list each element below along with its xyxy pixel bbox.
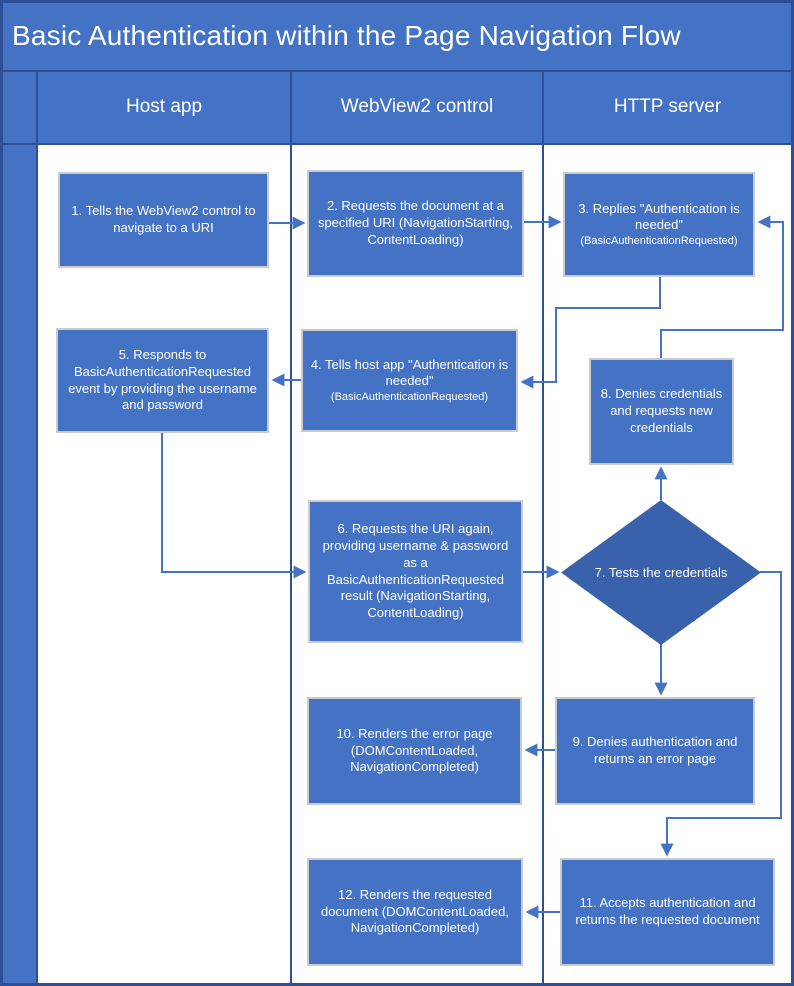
connector-8-to-3 (660, 215, 784, 358)
step-12-label: 12. Renders the requested document (DOMC… (321, 886, 509, 936)
step-6-box: 6. Requests the URI again, providing use… (308, 500, 523, 643)
diagram-title: Basic Authentication within the Page Nav… (12, 20, 681, 51)
connector-7-to-11 (660, 571, 782, 857)
step-3-label: 3. Replies "Authentication is needed" (578, 200, 740, 233)
title-divider (0, 70, 794, 72)
step-2-label: 2. Requests the document at a specified … (317, 198, 514, 247)
step-1-box: 1. Tells the WebView2 control to navigat… (58, 172, 269, 268)
header-divider (3, 143, 791, 145)
lane-divider (542, 70, 544, 983)
step-7-label: 7. Tests the credentials (594, 565, 728, 580)
lane-header-http-server: HTTP server (613, 95, 722, 117)
step-8-box: 8. Denies credentials and requests new c… (589, 358, 734, 465)
step-6-label: 6. Requests the URI again, providing use… (322, 520, 509, 621)
lane-header-webview2-control: WebView2 control (340, 95, 494, 117)
step-1-label: 1. Tells the WebView2 control to navigat… (71, 203, 256, 235)
step-9-label: 9. Denies authentication and returns an … (572, 734, 738, 766)
step-10-box: 10. Renders the error page (DOMContentLo… (307, 697, 522, 805)
step-5-label: 5. Responds to BasicAuthenticationReques… (68, 346, 257, 413)
step-11-label: 11. Accepts authentication and returns t… (575, 895, 760, 927)
step-8-label: 8. Denies credentials and requests new c… (600, 386, 723, 435)
step-4-label: 4. Tells host app "Authentication is nee… (310, 356, 509, 389)
step-4-sublabel: (BasicAuthenticationRequested) (330, 391, 489, 404)
lane-header-host-app: Host app (125, 95, 203, 117)
step-9-box: 9. Denies authentication and returns an … (555, 697, 755, 805)
step-4-box: 4. Tells host app "Authentication is nee… (301, 329, 518, 432)
connector-3-to-4 (520, 277, 661, 389)
step-3-box: 3. Replies "Authentication is needed" (B… (563, 172, 755, 277)
step-11-box: 11. Accepts authentication and returns t… (560, 858, 775, 966)
step-2-box: 2. Requests the document at a specified … (307, 170, 524, 277)
step-5-box: 5. Responds to BasicAuthenticationReques… (56, 328, 269, 433)
connector-5-to-6 (161, 433, 307, 579)
step-3-sublabel: (BasicAuthenticationRequested) (580, 235, 738, 248)
step-12-box: 12. Renders the requested document (DOMC… (307, 858, 523, 966)
title-strip-divider (36, 70, 38, 983)
lane-divider (290, 70, 292, 983)
step-10-label: 10. Renders the error page (DOMContentLo… (336, 725, 493, 775)
